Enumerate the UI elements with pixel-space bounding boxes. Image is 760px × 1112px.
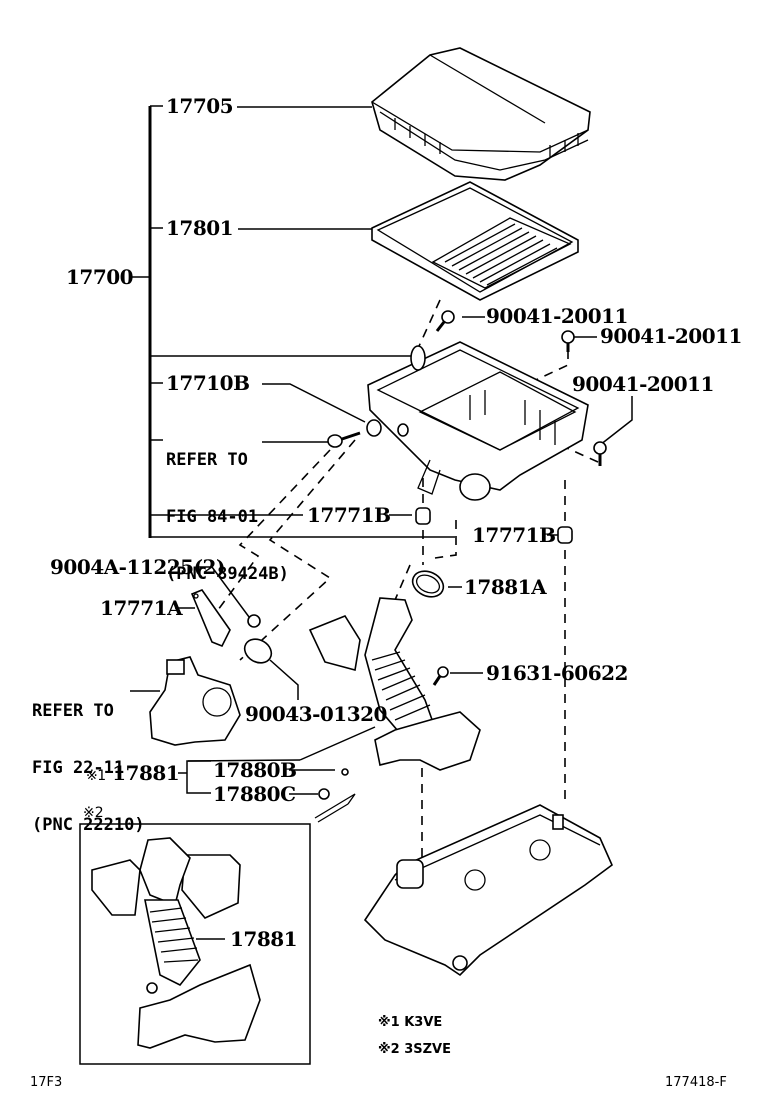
illustration-id: 177418-F <box>665 1075 727 1090</box>
reference-throttle: REFER TO FIG 22-11 (PNC 22210) <box>32 664 145 854</box>
cylinder-head-cover-drawing <box>363 804 613 977</box>
label-gasket[interactable]: 90043-01320 <box>245 702 387 726</box>
label-bolt-3[interactable]: 90041-20011 <box>572 372 714 396</box>
inset-box <box>79 823 311 1065</box>
note-mark-1: ※1 <box>86 768 106 784</box>
label-intake-hose-k3ve-number: 17881 <box>112 761 180 785</box>
hose-clamp-drawing <box>411 570 445 598</box>
air-intake-hose-drawing <box>308 597 481 800</box>
legend-item-2: ※2 3SZVE <box>378 1043 451 1057</box>
reference-throttle-line2[interactable]: FIG 22-11 <box>32 758 125 778</box>
air-filter-element-drawing <box>371 181 579 301</box>
label-air-cleaner-assembly[interactable]: 17700 <box>66 265 134 289</box>
bolt-drawings-top <box>435 310 607 466</box>
label-intake-hose-k3ve[interactable]: ※1 17881 <box>86 761 180 786</box>
air-cleaner-case-drawing <box>366 341 589 501</box>
reference-throttle-line1: REFER TO <box>32 701 114 721</box>
label-hose-clamp[interactable]: 17881A <box>464 575 547 599</box>
label-screw[interactable]: 91631-60622 <box>486 661 628 685</box>
label-bolt-2[interactable]: 90041-20011 <box>600 324 742 348</box>
label-hose-sub-b[interactable]: 17880B <box>213 758 297 782</box>
legend-mark-2: ※2 <box>378 1042 400 1057</box>
label-hose-sub-c[interactable]: 17880C <box>213 782 296 806</box>
reference-sensor-line1: REFER TO <box>166 450 248 470</box>
legend-engine-1: K3VE <box>404 1015 443 1030</box>
label-bracket-bolt[interactable]: 9004A-11225(2) <box>50 555 225 579</box>
label-air-filter-element[interactable]: 17801 <box>166 216 234 240</box>
throttle-body-drawing <box>149 656 241 746</box>
label-air-cleaner-cap[interactable]: 17705 <box>166 94 234 118</box>
grommet-drawings <box>415 507 573 544</box>
assembly-bracket <box>129 105 455 538</box>
gasket-drawing <box>243 638 273 664</box>
label-intake-hose-3szve[interactable]: 17881 <box>230 927 298 951</box>
label-bolt-1[interactable]: 90041-20011 <box>486 304 628 328</box>
bracket-drawing <box>190 589 261 648</box>
air-cleaner-cap-drawing <box>371 47 591 181</box>
reference-sensor-line3: (PNC 89424B) <box>166 564 289 584</box>
label-air-cleaner-case[interactable]: 17710B <box>166 371 250 395</box>
label-bracket[interactable]: 17771A <box>100 596 183 620</box>
reference-sensor-line2[interactable]: FIG 84-01 <box>166 507 259 527</box>
direction-arrow <box>314 793 356 823</box>
legend-engine-2: 3SZVE <box>404 1042 451 1057</box>
label-grommet-1[interactable]: 17771B <box>307 503 391 527</box>
inset-note-mark: ※2 <box>83 805 104 821</box>
leader-lines <box>130 106 633 940</box>
reference-sensor: REFER TO FIG 84-01 (PNC 89424B) <box>166 413 289 603</box>
legend-mark-1: ※1 <box>378 1015 400 1030</box>
figure-code: 17F3 <box>30 1075 63 1090</box>
intake-air-temp-sensor-drawing <box>327 431 361 448</box>
reference-throttle-line3: (PNC 22210) <box>32 815 145 835</box>
label-grommet-2[interactable]: 17771B <box>472 523 556 547</box>
legend-item-1: ※1 K3VE <box>378 1016 442 1030</box>
